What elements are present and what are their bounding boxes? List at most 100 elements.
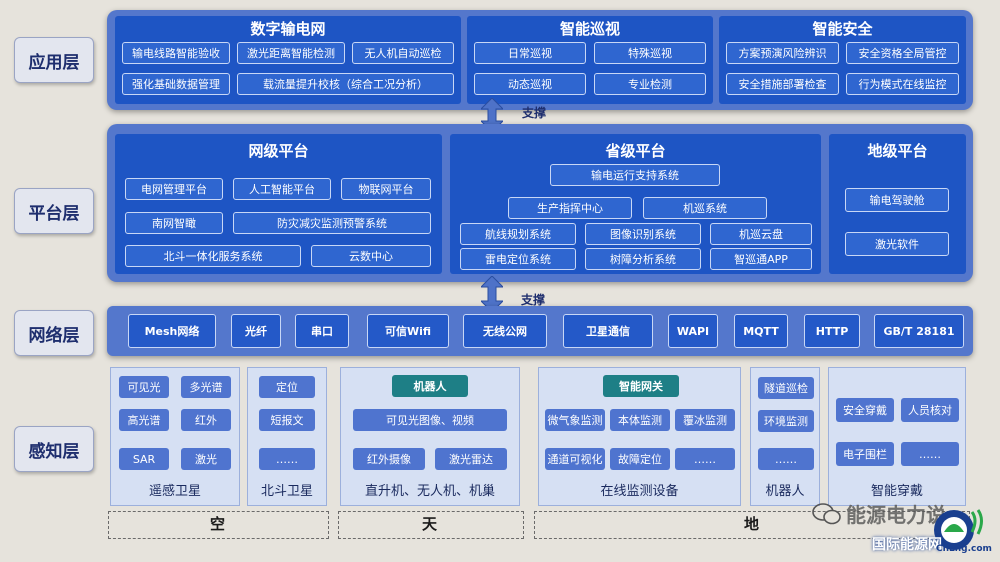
platform-item: 航线规划系统: [460, 223, 576, 245]
sensing-group-label: 在线监测设备: [600, 484, 679, 499]
app-item: 行为模式在线监控: [846, 73, 959, 95]
app-item: 载流量提升校核（综合工况分析）: [237, 73, 454, 95]
platform-item: 生产指挥中心: [508, 197, 632, 219]
network-item: GB/T 28181: [874, 314, 964, 348]
network-item: WAPI: [668, 314, 718, 348]
sensing-group-label: 智能穿戴: [870, 484, 923, 499]
layer-label-platform: 平台层: [14, 188, 94, 234]
sensing-item: ……: [758, 448, 814, 470]
platform-item: 防灾减灾监测预警系统: [233, 212, 431, 234]
platform-panel-grid-level: 网级平台 电网管理平台 人工智能平台 物联网平台 南网智瞰 防灾减灾监测预警系统…: [115, 134, 442, 274]
sensing-group-label: 遥感卫星: [148, 484, 201, 499]
smart-gateway-badge: 智能网关: [603, 375, 679, 397]
platform-panel-title: 省级平台: [605, 142, 666, 160]
sensing-group-aircraft: 机器人 可见光图像、视频 红外摄像 激光雷达 直升机、无人机、机巢: [340, 367, 520, 506]
platform-item: 物联网平台: [341, 178, 431, 200]
platform-panel-title: 地级平台: [867, 142, 928, 160]
sensing-item: 故障定位: [610, 448, 670, 470]
platform-item: 输电驾驶舱: [845, 188, 949, 212]
platform-item: 机巡系统: [643, 197, 767, 219]
platform-item: 输电运行支持系统: [550, 164, 720, 186]
layer-label-application: 应用层: [14, 37, 94, 83]
robot-badge: 机器人: [392, 375, 468, 397]
sensing-item: ……: [901, 442, 959, 466]
wechat-icon: [812, 503, 841, 525]
platform-item: 云数中心: [311, 245, 431, 267]
zone-box-heaven: [338, 511, 524, 539]
cnlng-logo-url: CnLng.com: [936, 544, 992, 554]
zone-label: 天: [422, 515, 438, 533]
sensing-group-online-monitoring: 智能网关 微气象监测 本体监测 覆冰监测 通道可视化 故障定位 …… 在线监测设…: [538, 367, 741, 506]
sensing-item: 通道可视化: [545, 448, 605, 470]
app-item: 动态巡视: [474, 73, 586, 95]
platform-item: 激光软件: [845, 232, 949, 256]
double-arrow-icon: [481, 98, 503, 132]
sensing-item: 微气象监测: [545, 409, 605, 431]
app-panel-smart-patrol: 智能巡视 日常巡视 特殊巡视 动态巡视 专业检测: [467, 16, 713, 104]
sensing-group-label: 直升机、无人机、机巢: [364, 484, 495, 499]
app-item: 特殊巡视: [594, 42, 706, 64]
layer-label-sensing: 感知层: [14, 426, 94, 472]
network-item: 无线公网: [463, 314, 547, 348]
sensing-item: 人员核对: [901, 398, 959, 422]
platform-item: 人工智能平台: [233, 178, 331, 200]
sensing-item: 高光谱: [119, 409, 169, 431]
sensing-item: 安全穿戴: [836, 398, 894, 422]
cnlng-logo-icon: [934, 509, 983, 550]
network-item: HTTP: [804, 314, 860, 348]
network-item: 可信Wifi: [367, 314, 449, 348]
sensing-group-robot: 隧道巡检 环境监测 …… 机器人: [750, 367, 820, 506]
sensing-group-label: 北斗卫星: [260, 484, 313, 499]
platform-panel-city-level: 地级平台 输电驾驶舱 激光软件: [829, 134, 966, 274]
platform-item: 树障分析系统: [585, 248, 701, 270]
app-item: 强化基础数据管理: [122, 73, 230, 95]
platform-item: 南网智瞰: [125, 212, 223, 234]
sensing-item: 覆冰监测: [675, 409, 735, 431]
app-item: 无人机自动巡检: [352, 42, 454, 64]
zone-label: 地: [744, 515, 760, 533]
zone-label: 空: [210, 515, 226, 533]
sensing-item: SAR: [119, 448, 169, 470]
platform-item: 电网管理平台: [125, 178, 223, 200]
sensing-item: 激光雷达: [435, 448, 507, 470]
sensing-item: ……: [259, 448, 315, 470]
app-item: 输电线路智能验收: [122, 42, 230, 64]
app-panel-digital-grid: 数字输电网 输电线路智能验收 激光距离智能检测 无人机自动巡检 强化基础数据管理…: [115, 16, 461, 104]
sensing-item: 多光谱: [181, 376, 231, 398]
sensing-group-remote-sensing: 可见光 多光谱 高光谱 红外 SAR 激光 遥感卫星: [110, 367, 240, 506]
platform-item: 机巡云盘: [710, 223, 812, 245]
platform-item: 图像识别系统: [585, 223, 701, 245]
sensing-item: 红外摄像: [353, 448, 425, 470]
sensing-item: 本体监测: [610, 409, 670, 431]
support-label: 支撑: [521, 293, 546, 307]
sensing-item: 隧道巡检: [758, 377, 814, 399]
wechat-watermark-text: 能源电力说: [846, 503, 946, 527]
network-item: MQTT: [734, 314, 788, 348]
platform-item: 智巡通APP: [710, 248, 812, 270]
double-arrow-icon: [481, 276, 503, 312]
app-item: 方案预演风险辨识: [726, 42, 839, 64]
platform-item: 北斗一体化服务系统: [125, 245, 301, 267]
cnlng-logo-text: 国际能源网: [872, 537, 942, 553]
sensing-item: 定位: [259, 376, 315, 398]
platform-item: 雷电定位系统: [460, 248, 576, 270]
app-panel-title: 数字输电网: [250, 20, 326, 38]
sensing-group-beidou: 定位 短报文 …… 北斗卫星: [247, 367, 327, 506]
app-item: 激光距离智能检测: [237, 42, 345, 64]
app-item: 专业检测: [594, 73, 706, 95]
sensing-item: 可见光图像、视频: [353, 409, 507, 431]
app-item: 安全措施部署检查: [726, 73, 839, 95]
network-item: 卫星通信: [563, 314, 653, 348]
sensing-item: 电子围栏: [836, 442, 894, 466]
sensing-item: 可见光: [119, 376, 169, 398]
app-item: 日常巡视: [474, 42, 586, 64]
platform-panel-title: 网级平台: [248, 142, 309, 160]
network-item: 串口: [295, 314, 349, 348]
platform-panel-province-level: 省级平台 输电运行支持系统 生产指挥中心 机巡系统 航线规划系统 图像识别系统 …: [450, 134, 821, 274]
zone-box-sky: [108, 511, 329, 539]
app-panel-title: 智能巡视: [559, 20, 620, 38]
sensing-item: ……: [675, 448, 735, 470]
layer-label-network: 网络层: [14, 310, 94, 356]
network-item: Mesh网络: [128, 314, 216, 348]
sensing-item: 短报文: [259, 409, 315, 431]
